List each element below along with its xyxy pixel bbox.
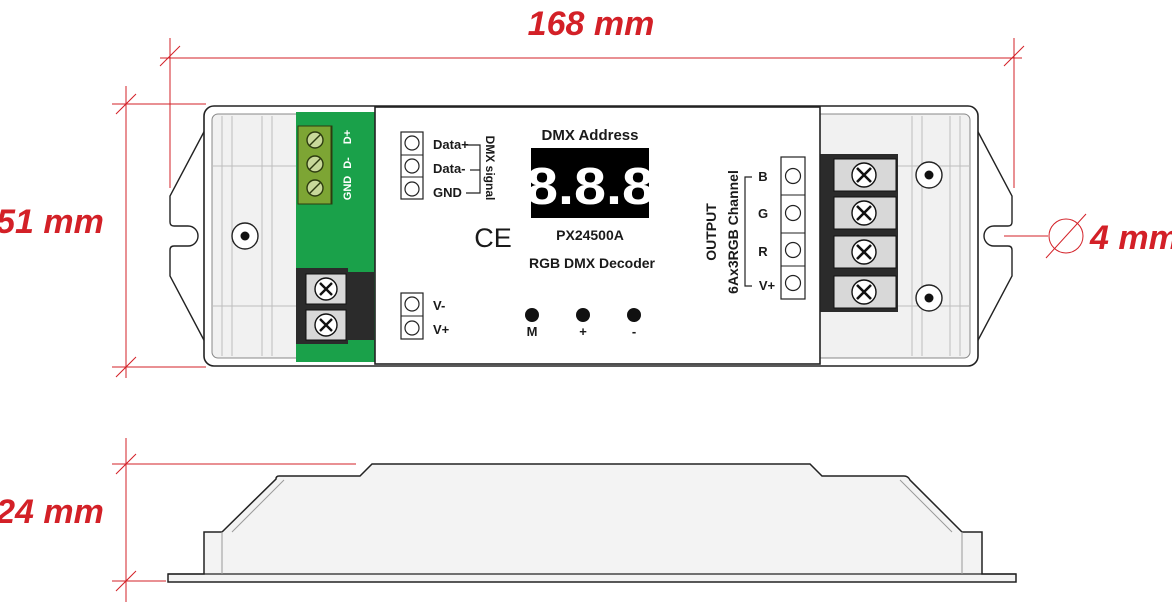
led-display [531, 148, 649, 218]
display-digits: 8.8.8 [526, 158, 654, 216]
power-input-terminal [296, 268, 374, 344]
button-m-label: M [527, 324, 538, 339]
display-mask-right [649, 146, 658, 222]
button-plus-label: + [579, 324, 587, 339]
top-view: D+ D- GND [169, 105, 1013, 367]
side-housing [167, 463, 1017, 583]
input-terminal-label-dminus: D- [342, 157, 354, 169]
model-number: PX24500A [556, 227, 624, 243]
hole-dimension-label: 4 mm [1089, 219, 1172, 257]
button-minus-label: - [632, 324, 636, 339]
mounting-hole-right-top [915, 161, 943, 189]
button-minus[interactable] [627, 308, 641, 322]
height-dimension-label: 24 mm [0, 493, 104, 531]
output-pin-r: R [758, 244, 768, 259]
dmx-pin-data-plus: Data+ [433, 137, 469, 152]
power-pins [400, 292, 424, 340]
left-ribs [212, 116, 296, 356]
length-dimension-label: 168 mm [528, 5, 655, 43]
dimension-lines [112, 38, 1087, 602]
dmx-input-terminal [297, 125, 333, 205]
power-pin-v-plus: V+ [433, 322, 450, 337]
mounting-hole-right-bottom [915, 284, 943, 312]
output-title-line2: 6Ax3RGB Channel [725, 170, 741, 294]
side-view [167, 463, 1017, 583]
output-pin-v-plus: V+ [759, 278, 776, 293]
device-name: RGB DMX Decoder [529, 255, 656, 271]
dmx-pin-gnd: GND [433, 185, 462, 200]
input-terminal-label-gnd: GND [342, 176, 354, 201]
right-flange [975, 127, 1013, 345]
width-dimension-label: 51 mm [0, 203, 104, 241]
dmx-signal-pins [400, 131, 481, 200]
mounting-hole-left [231, 222, 259, 250]
output-pin-b: B [758, 169, 767, 184]
dmx-signal-title: DMX signal [483, 136, 497, 201]
ce-mark: CE [474, 223, 512, 253]
button-m[interactable] [525, 308, 539, 322]
output-pin-g: G [758, 206, 768, 221]
output-pins [744, 156, 806, 300]
dmx-pin-data-minus: Data- [433, 161, 466, 176]
output-terminal-block [820, 154, 898, 312]
input-terminal-label-dplus: D+ [342, 130, 354, 144]
button-plus[interactable] [576, 308, 590, 322]
output-title-line1: OUTPUT [703, 203, 719, 261]
display-mask-left [522, 146, 531, 222]
display-title: DMX Address [542, 127, 639, 144]
left-flange [169, 127, 207, 345]
power-pin-v-minus: V- [433, 298, 445, 313]
